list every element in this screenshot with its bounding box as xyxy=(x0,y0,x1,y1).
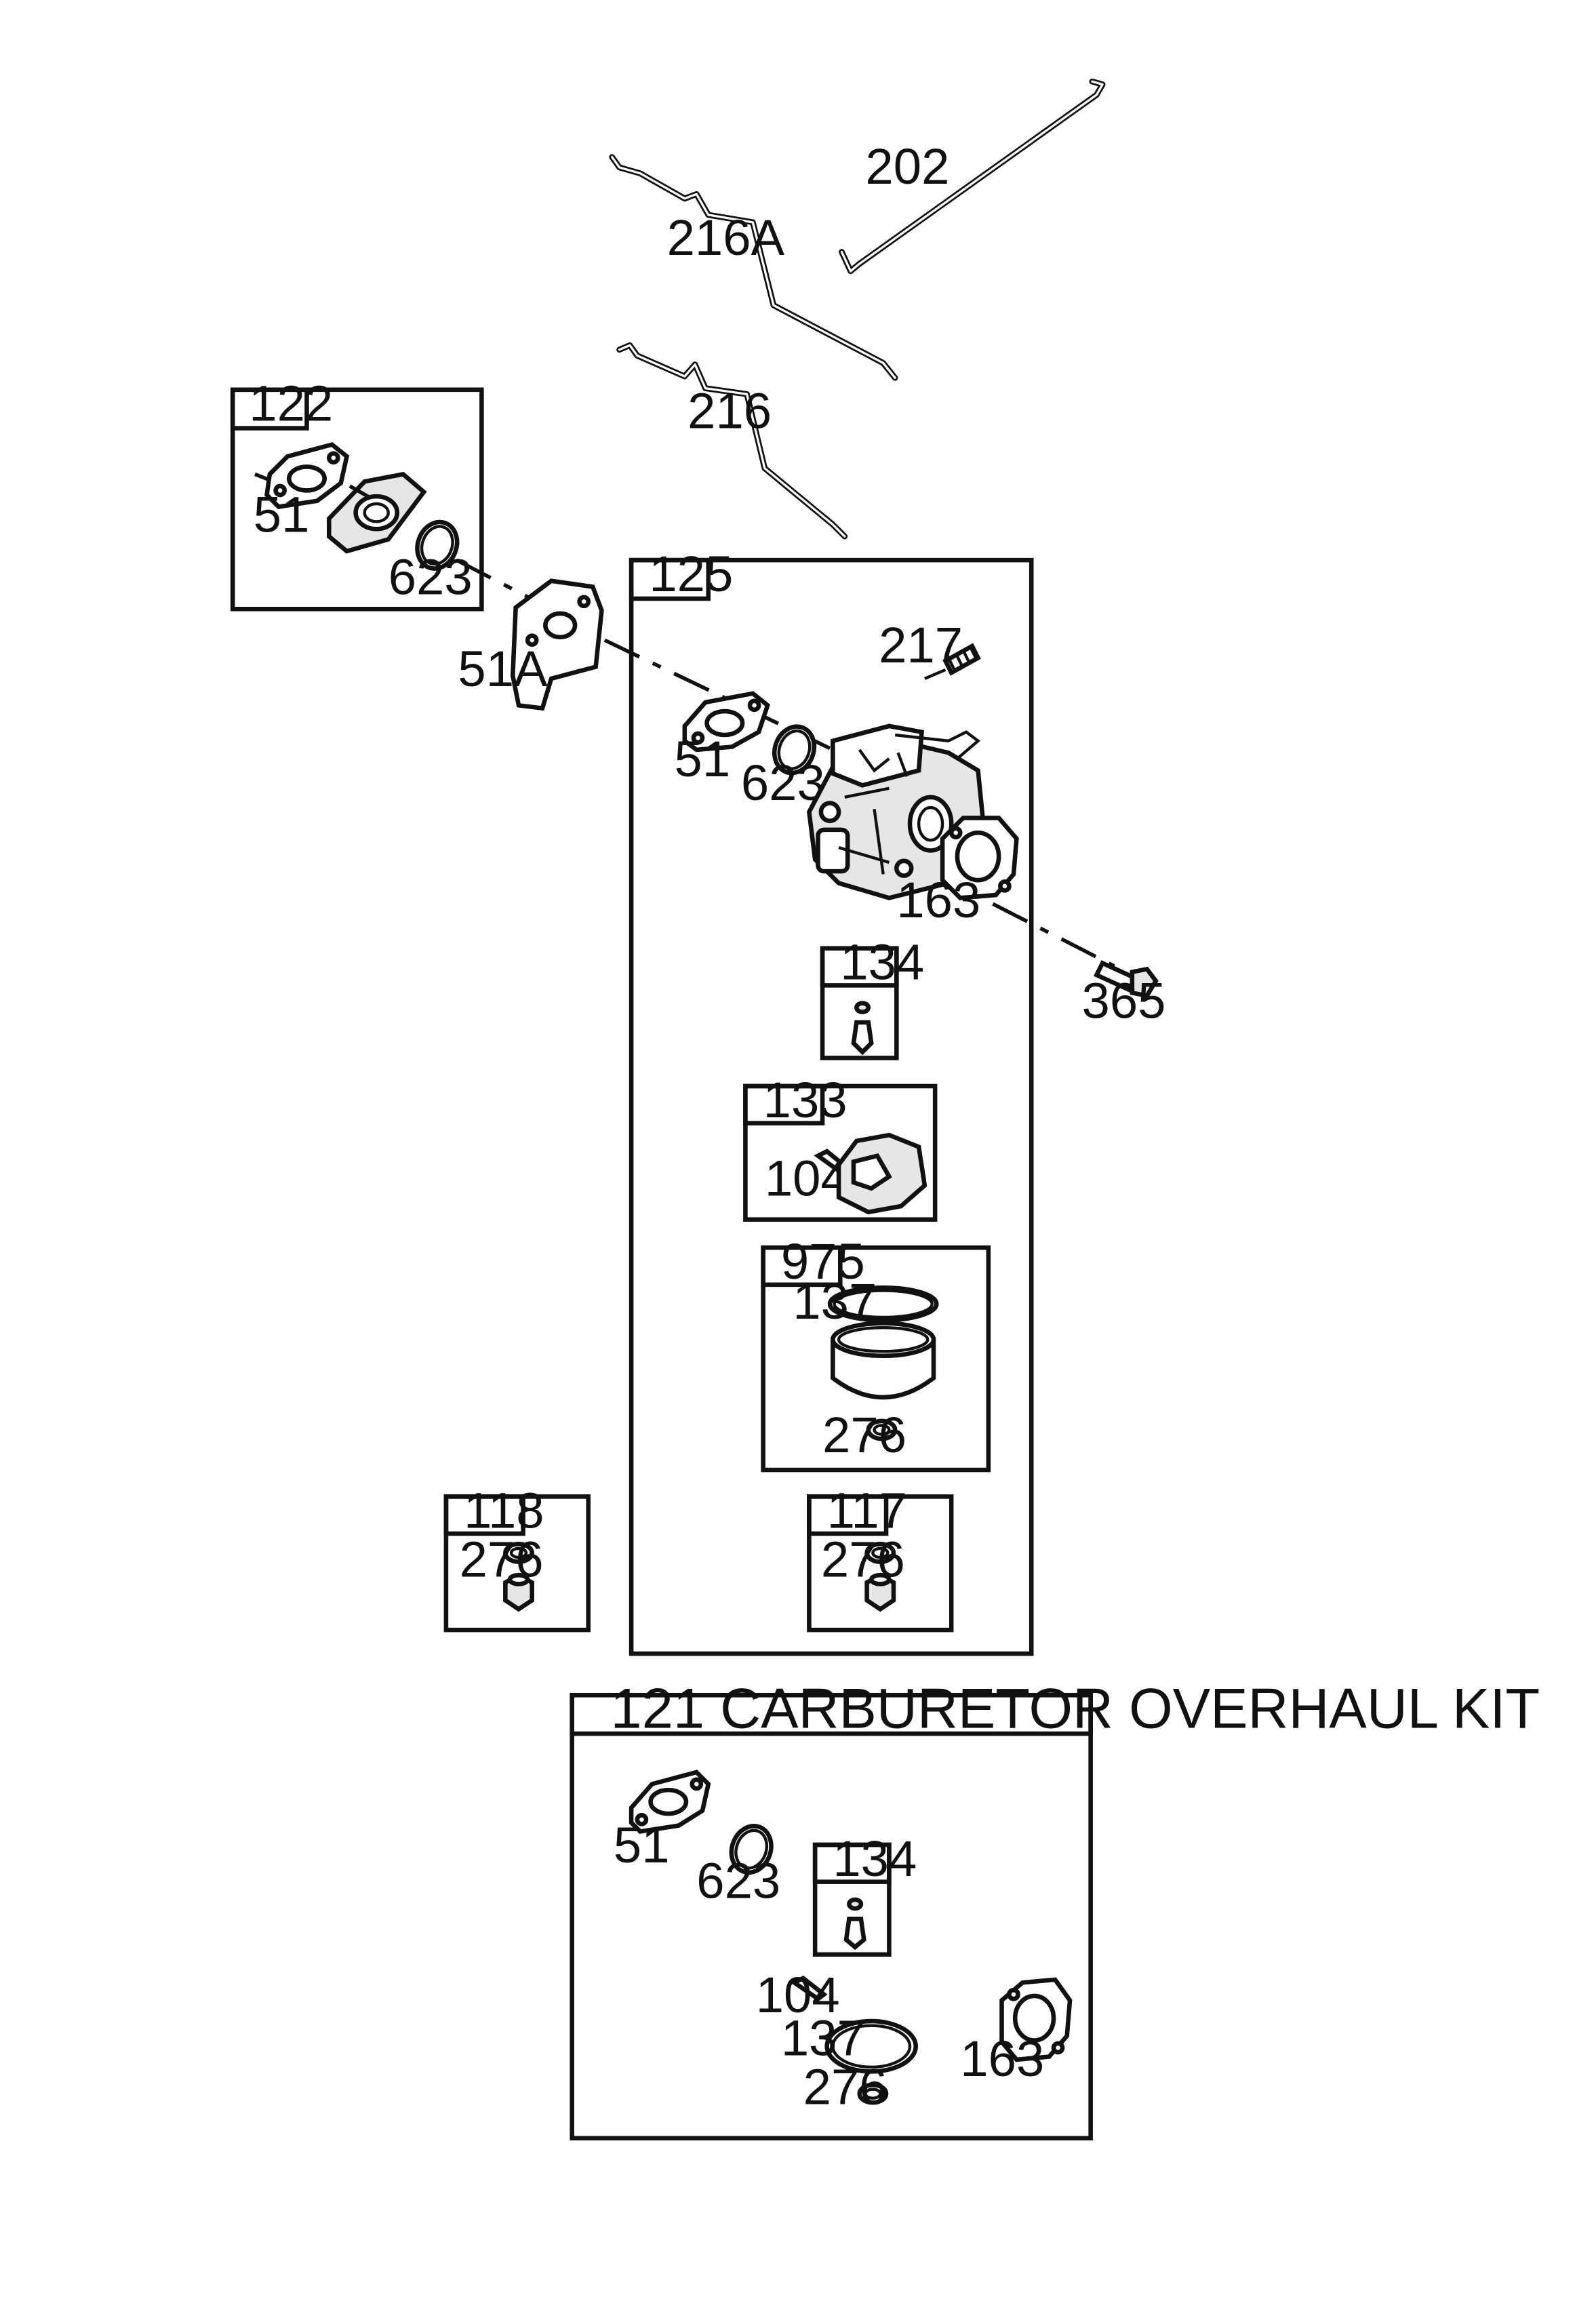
label-137-b: 137 xyxy=(781,2010,865,2066)
spring-217-part xyxy=(924,643,981,680)
washer-276-a-part xyxy=(866,1418,898,1441)
washer-276-b-part xyxy=(503,1542,534,1564)
label-104-b: 104 xyxy=(756,1967,840,2023)
label-217: 217 xyxy=(879,617,963,673)
label-276-a: 276 xyxy=(822,1407,906,1463)
box-117 xyxy=(807,1494,954,1633)
label-623-c: 623 xyxy=(696,1853,780,1909)
bowl-nut-118-part xyxy=(503,1572,534,1612)
bowl-nut-117-part xyxy=(864,1572,896,1612)
bolt-365-part xyxy=(1093,960,1159,999)
intake-adapter-part xyxy=(326,471,427,554)
label-623-b: 623 xyxy=(741,755,825,811)
kit-title: 121 CARBURETOR OVERHAUL KIT xyxy=(611,1677,1540,1740)
label-51-a: 51 xyxy=(254,487,310,543)
washer-276-d-part xyxy=(857,2082,889,2105)
label-975: 975 xyxy=(781,1233,865,1290)
label-134-a: 134 xyxy=(840,934,924,991)
box-975 xyxy=(761,1245,991,1473)
label-104-a: 104 xyxy=(765,1151,849,1207)
box-121-overhaul-kit xyxy=(570,1692,1093,2141)
label-163-a: 163 xyxy=(896,872,980,928)
gasket-51-c-part xyxy=(629,1770,711,1834)
label-216: 216 xyxy=(687,383,772,439)
label-623-a: 623 xyxy=(388,548,473,605)
box-125 xyxy=(629,557,1034,1656)
gasket-163-part xyxy=(940,816,1019,900)
needle-valve-b-part xyxy=(843,1897,866,1951)
assembly-line-365 xyxy=(992,902,1115,968)
label-276-d: 276 xyxy=(803,2058,887,2115)
label-51-b: 51 xyxy=(675,731,731,787)
box-133 xyxy=(743,1083,938,1222)
bowl-gasket-137-part xyxy=(824,2018,919,2074)
label-365: 365 xyxy=(1082,972,1166,1029)
label-216a: 216A xyxy=(667,209,785,266)
governor-link-216 xyxy=(616,342,848,540)
label-202: 202 xyxy=(865,138,949,195)
float-part xyxy=(836,1132,927,1215)
o-ring-623-b-part xyxy=(772,724,817,776)
washer-276-c-part xyxy=(864,1542,896,1564)
link-rod-202 xyxy=(839,78,1106,275)
o-ring-623-part xyxy=(415,519,460,571)
needle-valve-part xyxy=(851,1001,874,1056)
label-134-b: 134 xyxy=(833,1831,917,1887)
box-122 xyxy=(230,387,484,612)
label-163-b: 163 xyxy=(960,2031,1044,2087)
label-276-c: 276 xyxy=(821,1531,905,1587)
label-117: 117 xyxy=(827,1482,907,1538)
gasket-51-b-part xyxy=(682,691,771,753)
box-118 xyxy=(443,1494,591,1633)
label-118: 118 xyxy=(464,1482,544,1538)
pin-104-b-part xyxy=(790,1975,828,2002)
o-ring-623-c-part xyxy=(729,1824,774,1875)
label-276-b: 276 xyxy=(460,1531,544,1587)
box-134-b xyxy=(812,1842,892,1957)
label-133: 133 xyxy=(763,1072,847,1128)
box-134-a xyxy=(820,946,899,1060)
float-bowl-part xyxy=(827,1285,939,1400)
gasket-163-b-part xyxy=(999,1977,1073,2062)
spacer-plate-51a-part xyxy=(510,578,604,711)
gasket-51-part xyxy=(264,442,350,509)
label-51-c: 51 xyxy=(614,1817,670,1873)
governor-link-216a xyxy=(609,154,898,381)
label-51a: 51A xyxy=(458,641,548,697)
label-125: 125 xyxy=(649,546,733,602)
label-137-a: 137 xyxy=(793,1273,877,1330)
label-122: 122 xyxy=(249,376,333,432)
